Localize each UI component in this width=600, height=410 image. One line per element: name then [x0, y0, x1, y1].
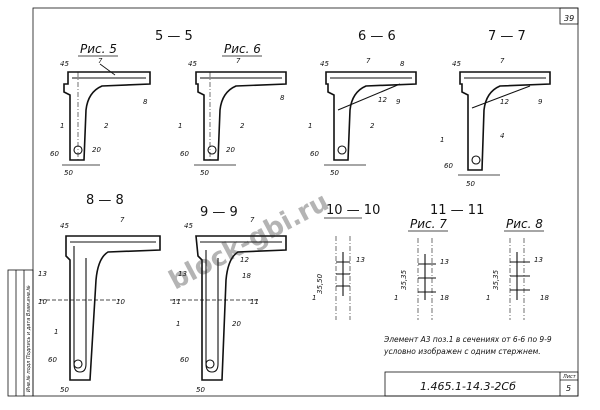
label-45-s9: 45	[184, 222, 193, 230]
page-number: 39	[564, 14, 574, 23]
section-title-9-9: 9 — 9	[200, 205, 238, 220]
label-10-left: 10	[38, 298, 47, 306]
label-18-s9: 18	[242, 272, 251, 280]
note-line-2: условно изображен с одним стержнем.	[383, 347, 541, 356]
label-35-35-f7: 35,35	[400, 269, 408, 290]
section-10-10: 10 — 10 13 35,50 1	[312, 203, 380, 320]
label-60-s7: 60	[444, 162, 453, 170]
label-1-s9: 1	[176, 320, 180, 328]
label-50-s9: 50	[196, 386, 205, 394]
label-7-s9: 7	[250, 216, 255, 224]
figure-8-title: Рис. 8	[506, 217, 543, 231]
section-5-5: 5 — 5 Рис. 5 45 7 8 2 1 50 60 20	[50, 29, 193, 177]
label-13-f7: 13	[440, 258, 449, 266]
label-18-f8: 18	[540, 294, 549, 302]
figure-5-title: Рис. 5	[80, 42, 117, 56]
label-45-s7: 45	[452, 60, 461, 68]
label-45-s6: 45	[320, 60, 329, 68]
label-8-f6: 8	[280, 94, 285, 102]
section-title-6-6: 6 — 6	[358, 29, 396, 44]
label-12-s9: 12	[240, 256, 249, 264]
section-title-5-5: 5 — 5	[155, 29, 193, 44]
label-13-s10: 13	[356, 256, 365, 264]
label-20-s9: 20	[232, 320, 241, 328]
label-50: 50	[64, 169, 73, 177]
label-50-s6: 50	[330, 169, 339, 177]
label-2-f6: 2	[240, 122, 245, 130]
label-10-right: 10	[116, 298, 125, 306]
label-50-f6: 50	[200, 169, 209, 177]
section-9-9: 9 — 9 45 7 12 13 18 11 11 1 20 60 50	[170, 205, 287, 394]
label-2-s6: 2	[370, 122, 375, 130]
label-1: 1	[60, 122, 64, 130]
label-1-f6: 1	[178, 122, 182, 130]
sheet-number: 5	[566, 384, 571, 393]
label-8: 8	[143, 98, 148, 106]
label-12-s6: 12	[378, 96, 387, 104]
section-7-7: 7 — 7 45 7 12 9 4 1 60 50	[440, 29, 551, 188]
label-18-f7: 18	[440, 294, 449, 302]
label-50-s7: 50	[466, 180, 475, 188]
section-title-11-11: 11 — 11	[430, 203, 484, 218]
label-60-f6: 60	[180, 150, 189, 158]
label-11-right-s9: 11	[250, 298, 259, 306]
figure-7-title: Рис. 7	[410, 217, 447, 231]
label-1-f8: 1	[486, 294, 490, 302]
label-1-s6: 1	[308, 122, 312, 130]
label-11-left-s9: 11	[172, 298, 181, 306]
label-7-f6: 7	[236, 57, 241, 65]
label-13-s8: 13	[38, 270, 47, 278]
label-1-s10: 1	[312, 294, 316, 302]
label-8-s6: 8	[400, 60, 405, 68]
section-6-6: 6 — 6 45 7 8 12 9 2 1 50 60	[308, 29, 417, 177]
label-20-f6: 20	[226, 146, 235, 154]
note-line-1: Элемент А3 поз.1 в сечениях от 6-6 по 9-…	[383, 335, 552, 344]
figure-6-title: Рис. 6	[224, 42, 261, 56]
label-60-s6: 60	[310, 150, 319, 158]
figure-6: Рис. 6 45 7 8 2 1 50 60 20	[178, 42, 287, 177]
document-code: 1.465.1-14.3-2Cб	[420, 380, 516, 393]
label-2: 2	[104, 122, 109, 130]
label-60-s8: 60	[48, 356, 57, 364]
section-title-8-8: 8 — 8	[86, 193, 124, 208]
label-50-s8: 50	[60, 386, 69, 394]
label-9-s7: 9	[538, 98, 543, 106]
side-stamp: Инв.№ подл Подпись и дата Взам.инв.№	[26, 285, 32, 392]
label-13-f8: 13	[534, 256, 543, 264]
section-8-8: 8 — 8 45 7 13 10 10 1 60 50	[38, 193, 161, 394]
label-1-s7: 1	[440, 136, 444, 144]
label-1-f7: 1	[394, 294, 398, 302]
label-7-s7: 7	[500, 57, 505, 65]
label-35-50-s10: 35,50	[316, 273, 324, 294]
label-7-s8: 7	[120, 216, 125, 224]
sheet-frame	[7, 7, 579, 397]
label-35-35-f8: 35,35	[492, 269, 500, 290]
label-60: 60	[50, 150, 59, 158]
section-title-10-10: 10 — 10	[326, 203, 380, 218]
label-60-s9: 60	[180, 356, 189, 364]
label-9-s6: 9	[396, 98, 401, 106]
label-45: 45	[60, 60, 69, 68]
label-45-f6: 45	[188, 60, 197, 68]
label-4-s7: 4	[500, 132, 504, 140]
label-7: 7	[98, 57, 103, 65]
label-20: 20	[92, 146, 101, 154]
label-7-s6: 7	[366, 57, 371, 65]
label-45-s8: 45	[60, 222, 69, 230]
label-12-s7: 12	[500, 98, 509, 106]
label-13-s9: 13	[178, 270, 187, 278]
section-title-7-7: 7 — 7	[488, 29, 526, 44]
section-11-11: 11 — 11 Рис. 7 Рис. 8 13 18 35,35 1 13 1…	[394, 203, 549, 320]
label-1-s8: 1	[54, 328, 58, 336]
sheet-label: Лист	[562, 374, 577, 380]
